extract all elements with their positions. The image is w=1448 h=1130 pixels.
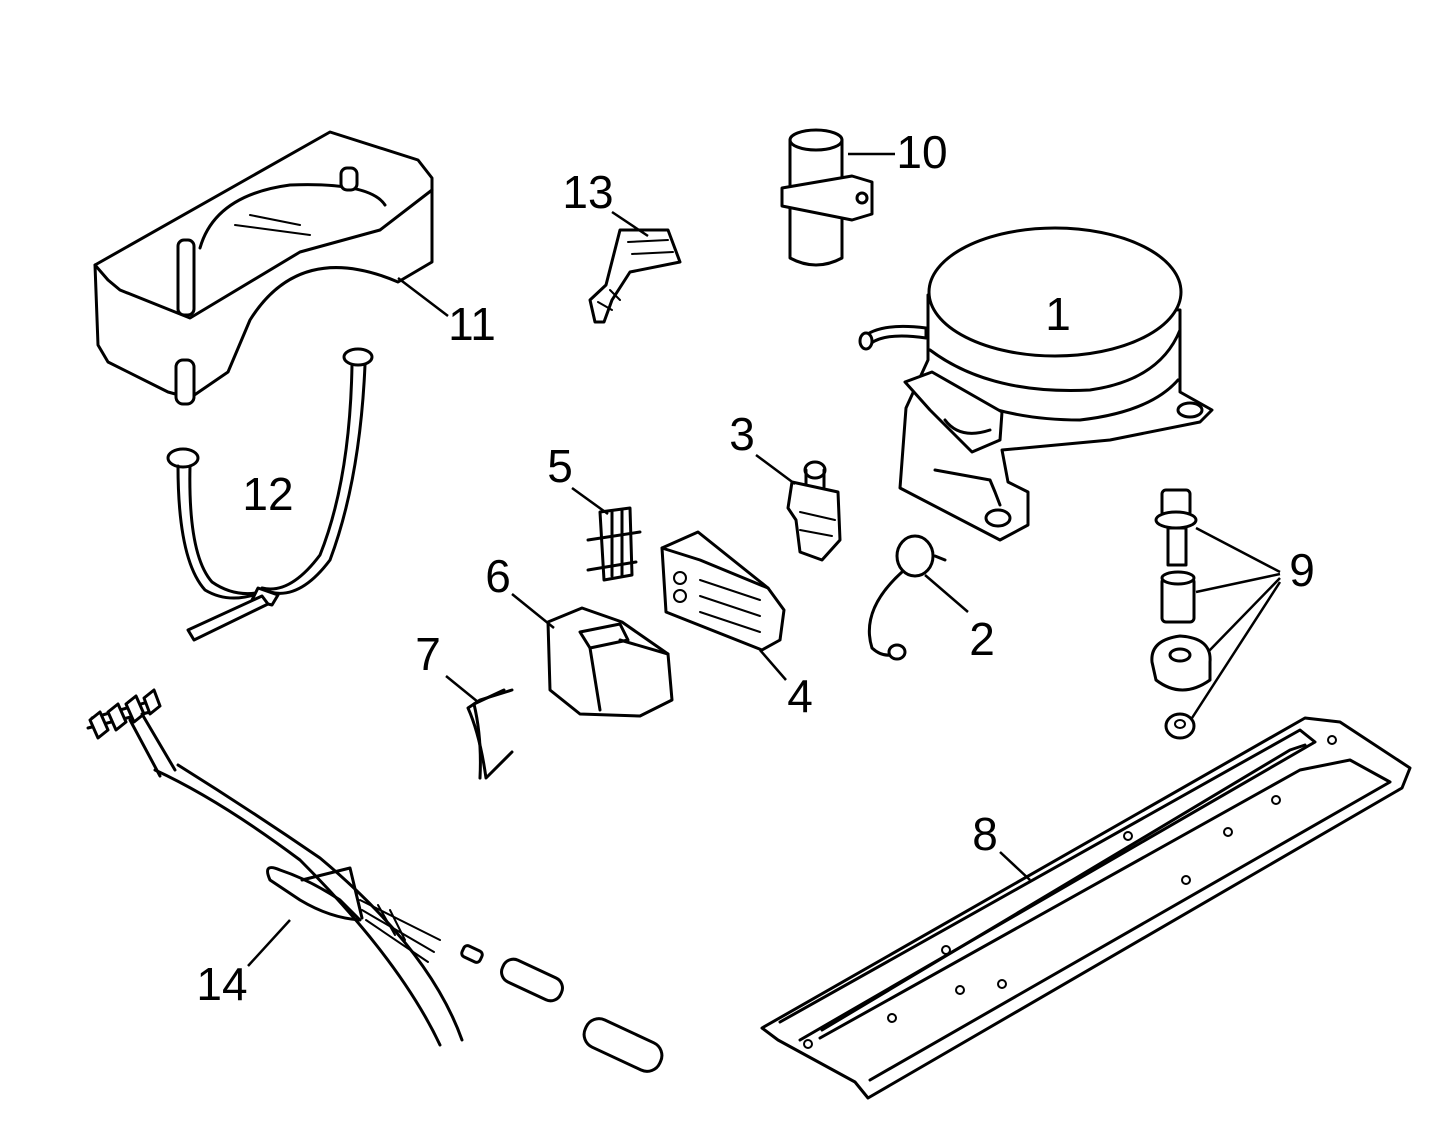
- label-3: 3: [729, 408, 755, 460]
- part-1-compressor: [858, 226, 1214, 542]
- part-5-bracket: [586, 506, 642, 582]
- part-2-overload-protector: [867, 534, 947, 661]
- leader-5: [571, 486, 609, 516]
- label-1: 1: [1045, 288, 1071, 340]
- label-10: 10: [896, 126, 947, 178]
- label-14: 14: [196, 958, 247, 1010]
- label-6: 6: [485, 550, 511, 602]
- label-7: 7: [415, 628, 441, 680]
- label-11: 11: [448, 298, 496, 350]
- part-9-mounting-hardware: [1150, 488, 1212, 740]
- label-5: 5: [547, 440, 573, 492]
- part-6-cover-box: [546, 606, 674, 718]
- leader-13: [611, 210, 649, 238]
- label-8: 8: [972, 808, 998, 860]
- leader-9: [1190, 526, 1282, 719]
- part-14-power-cord: [86, 688, 664, 1073]
- label-13: 13: [562, 166, 613, 218]
- leader-6: [511, 593, 555, 629]
- part-13-clip: [588, 228, 682, 324]
- leader-8: [999, 851, 1031, 881]
- label-9: 9: [1289, 544, 1315, 596]
- leader-11: [397, 277, 449, 317]
- label-4: 4: [787, 670, 813, 722]
- part-11-drip-tray: [93, 130, 434, 406]
- part-12-drain-tube: [166, 347, 374, 642]
- leader-4: [759, 649, 787, 681]
- leader-14: [247, 919, 291, 967]
- part-8-base-plate: [760, 716, 1412, 1100]
- part-3-relay: [786, 460, 842, 562]
- leader-2: [924, 574, 969, 613]
- label-2: 2: [969, 613, 995, 665]
- leader-3: [755, 453, 796, 486]
- label-12: 12: [242, 468, 293, 520]
- leader-7: [445, 675, 479, 703]
- part-10-capacitor: [780, 128, 874, 267]
- part-7-wire-clip: [466, 688, 514, 780]
- part-4-terminal-cover: [660, 530, 786, 652]
